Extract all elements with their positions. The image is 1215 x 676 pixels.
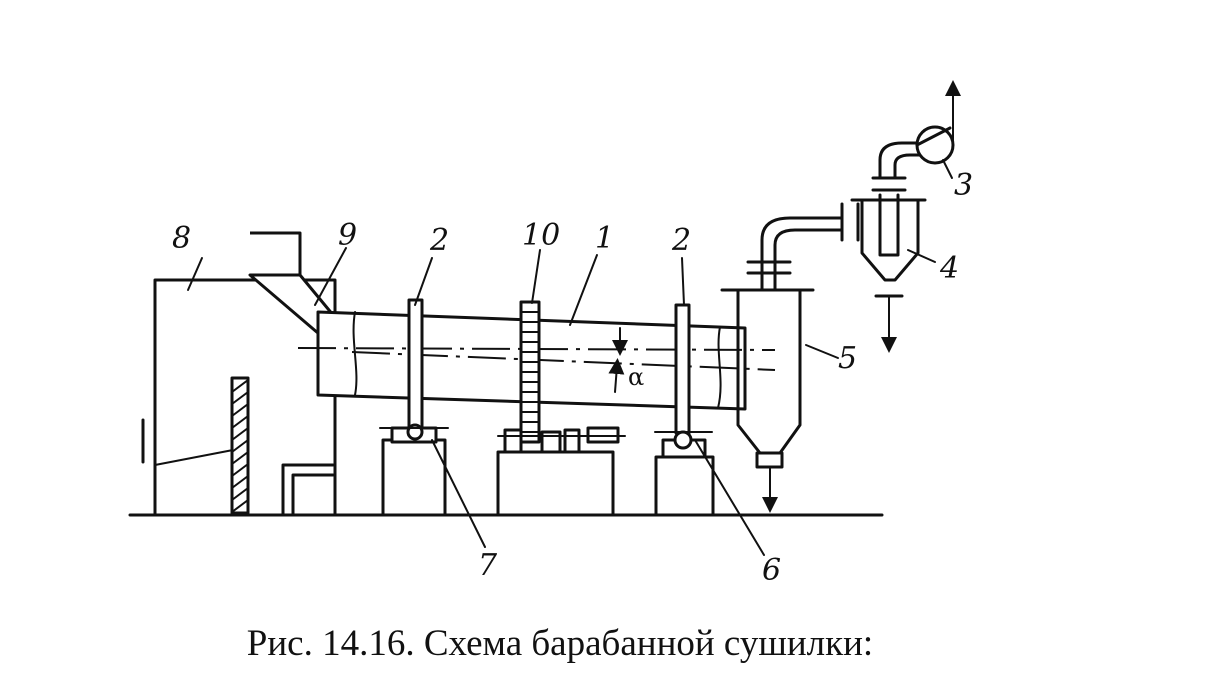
gear-ring <box>519 300 541 444</box>
leader-lines <box>187 159 953 556</box>
figure-caption: Рис. 14.16. Схема барабанной сушилки: <box>246 623 874 664</box>
support-ring-left <box>407 298 424 432</box>
label-1: 1 <box>595 221 614 256</box>
label-5: 5 <box>838 341 857 376</box>
furnace <box>141 278 337 517</box>
inclination-angle <box>608 327 628 393</box>
label-alpha: α <box>628 363 644 391</box>
cyclone <box>840 141 927 353</box>
label-8: 8 <box>172 221 191 256</box>
fan <box>915 80 961 165</box>
label-2-left: 2 <box>429 223 449 258</box>
label-2-right: 2 <box>671 223 691 258</box>
label-4: 4 <box>939 251 959 286</box>
label-10: 10 <box>522 218 560 253</box>
label-6: 6 <box>762 553 781 588</box>
support-roller-unit <box>654 430 715 517</box>
drive-unit <box>496 426 626 517</box>
thrust-roller-support <box>379 423 449 517</box>
label-9: 9 <box>338 218 357 253</box>
unloading-chamber <box>720 216 844 513</box>
label-7: 7 <box>478 548 498 583</box>
support-ring-right <box>674 303 691 435</box>
label-3: 3 <box>954 168 973 203</box>
